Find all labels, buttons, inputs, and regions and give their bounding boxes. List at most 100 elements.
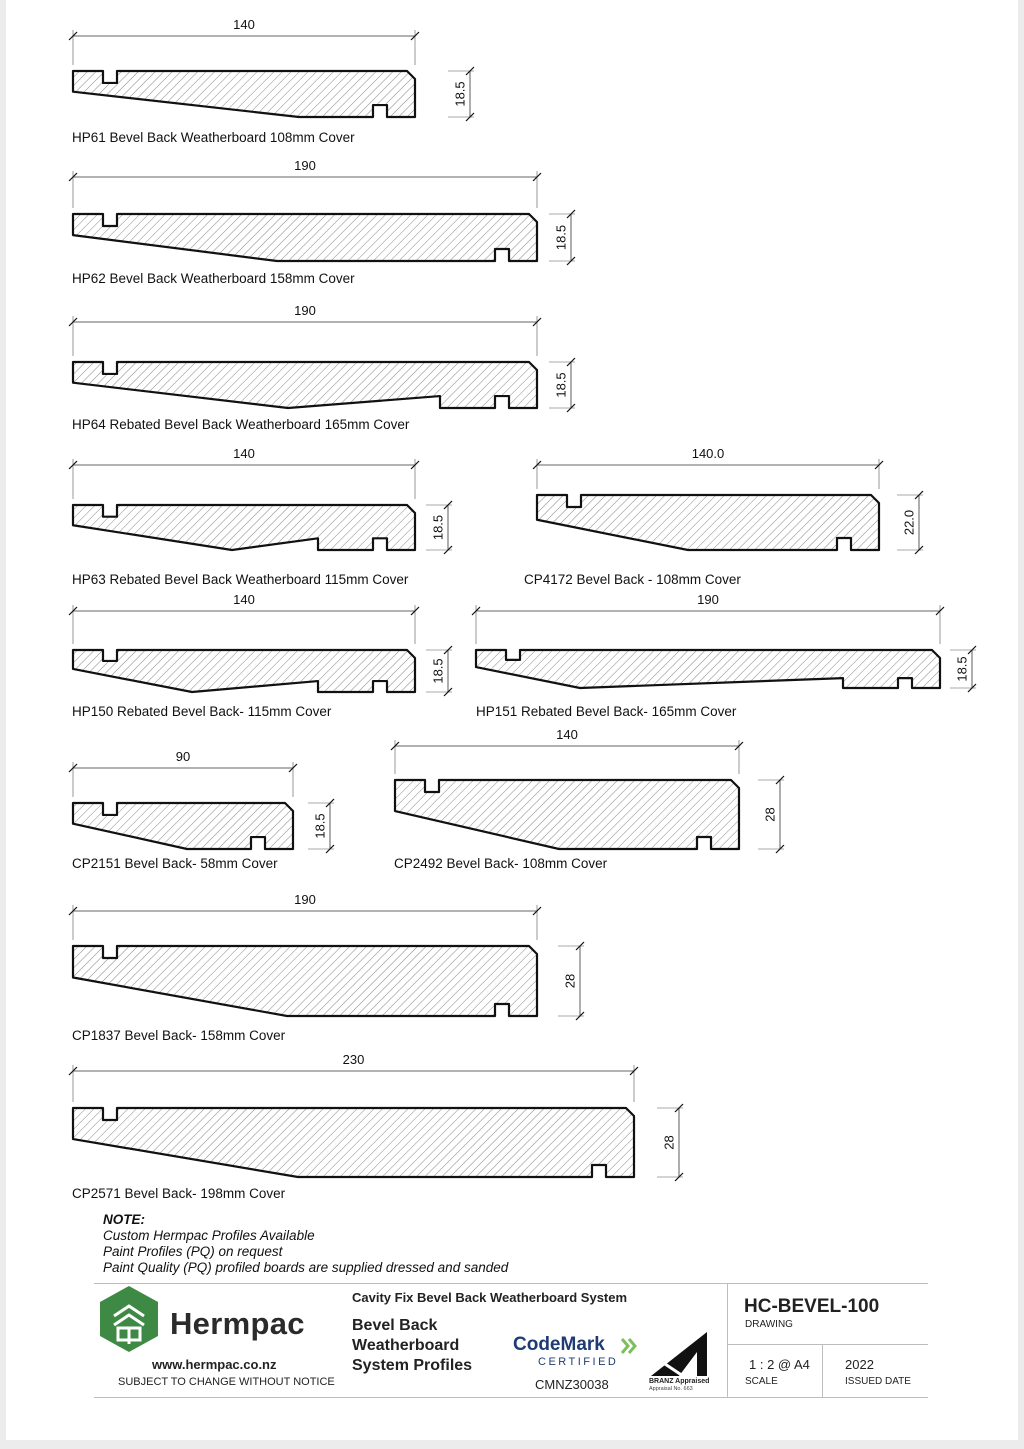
profile-outline bbox=[393, 778, 741, 851]
width-dimension-label: 230 bbox=[343, 1052, 365, 1067]
dimension-tick bbox=[325, 844, 335, 854]
width-dimension-label: 140 bbox=[233, 592, 255, 607]
dimension-tick bbox=[443, 687, 453, 697]
dimension-tick bbox=[68, 460, 78, 470]
profile-drawing-8: 140 28 bbox=[390, 727, 785, 854]
cert-number: CMNZ30038 bbox=[535, 1377, 609, 1392]
dimension-tick bbox=[471, 606, 481, 616]
dimension-tick bbox=[575, 1011, 585, 1021]
height-dimension-label: 18.5 bbox=[312, 813, 327, 838]
profile-drawing-2: 190 18.5 bbox=[68, 303, 576, 413]
height-dimension-label: 18.5 bbox=[430, 515, 445, 540]
height-dimension-label: 22.0 bbox=[901, 510, 916, 535]
dimension-tick bbox=[967, 683, 977, 693]
dimension-tick bbox=[935, 606, 945, 616]
dimension-tick bbox=[68, 31, 78, 41]
dimension-tick bbox=[465, 112, 475, 122]
branz-logo-icon bbox=[651, 1332, 707, 1378]
notes-block: NOTE: Custom Hermpac Profiles Available … bbox=[103, 1212, 508, 1276]
note-line: Paint Quality (PQ) profiled boards are s… bbox=[103, 1260, 509, 1275]
dimension-tick bbox=[68, 606, 78, 616]
hermpac-logo-icon bbox=[100, 1286, 158, 1352]
codemark-chevron-icon bbox=[620, 1338, 637, 1354]
height-dimension-label: 18.5 bbox=[430, 658, 445, 683]
branz-number: Appraisal No. 663 bbox=[649, 1386, 693, 1392]
dimension-tick bbox=[532, 172, 542, 182]
dimension-tick bbox=[443, 645, 453, 655]
profile-outline bbox=[474, 648, 942, 690]
dimension-tick bbox=[566, 209, 576, 219]
profile-outline bbox=[71, 801, 295, 851]
dimension-tick bbox=[734, 741, 744, 751]
drawing-title-line: System Profiles bbox=[352, 1357, 473, 1374]
profile-label: CP1837 Bevel Back- 158mm Cover bbox=[72, 1028, 286, 1043]
profile-outline bbox=[71, 212, 539, 263]
dimension-tick bbox=[288, 763, 298, 773]
dimension-tick bbox=[674, 1172, 684, 1182]
width-dimension-label: 140 bbox=[556, 727, 578, 742]
width-dimension-label: 190 bbox=[294, 892, 316, 907]
dimension-tick bbox=[410, 460, 420, 470]
dimension-tick bbox=[629, 1066, 639, 1076]
profile-drawing-1: 190 18.5 bbox=[68, 158, 576, 266]
issued-label: ISSUED DATE bbox=[845, 1376, 911, 1387]
profile-drawing-7: 90 18.5 bbox=[68, 749, 335, 854]
width-dimension-label: 190 bbox=[294, 303, 316, 318]
height-dimension-label: 18.5 bbox=[553, 372, 568, 397]
drawing-title-line: Bevel Back bbox=[352, 1317, 438, 1334]
brand-name: Hermpac bbox=[170, 1306, 305, 1341]
height-dimension-label: 28 bbox=[661, 1135, 676, 1149]
width-dimension-label: 140 bbox=[233, 17, 255, 32]
height-dimension-label: 28 bbox=[762, 807, 777, 821]
width-dimension-label: 90 bbox=[176, 749, 190, 764]
system-name: Cavity Fix Bevel Back Weatherboard Syste… bbox=[352, 1290, 628, 1305]
profile-outline bbox=[71, 1106, 636, 1179]
dimension-tick bbox=[532, 317, 542, 327]
profile-outline bbox=[71, 360, 539, 410]
profile-drawing-9: 190 28 bbox=[68, 892, 585, 1021]
height-dimension-label: 18.5 bbox=[452, 81, 467, 106]
height-dimension-label: 18.5 bbox=[954, 656, 969, 681]
website-link[interactable]: www.hermpac.co.nz bbox=[152, 1357, 277, 1372]
profile-outline bbox=[71, 648, 417, 694]
width-dimension-label: 190 bbox=[294, 158, 316, 173]
profile-label: HP150 Rebated Bevel Back- 115mm Cover bbox=[72, 704, 332, 719]
dimension-tick bbox=[775, 844, 785, 854]
profile-drawings: 140 18.5 190 18.5 190 18.5 140 18.5 140.0 22.0 140… bbox=[68, 17, 977, 1182]
profile-label: CP2151 Bevel Back- 58mm Cover bbox=[72, 856, 278, 871]
profile-label: HP151 Rebated Bevel Back- 165mm Cover bbox=[476, 704, 737, 719]
profile-drawing-0: 140 18.5 bbox=[68, 17, 475, 122]
profile-drawing-10: 230 28 bbox=[68, 1052, 684, 1182]
drawing-sheet: 140 18.5 190 18.5 190 18.5 140 18.5 140.0 22.0 140… bbox=[6, 0, 1018, 1440]
dimension-tick bbox=[575, 941, 585, 951]
dimension-tick bbox=[566, 256, 576, 266]
title-block-divider bbox=[727, 1344, 928, 1345]
note-line: Custom Hermpac Profiles Available bbox=[103, 1228, 315, 1243]
dimension-tick bbox=[68, 1066, 78, 1076]
scale-label: SCALE bbox=[745, 1376, 778, 1387]
dimension-tick bbox=[532, 460, 542, 470]
dimension-tick bbox=[914, 490, 924, 500]
height-dimension-label: 18.5 bbox=[553, 225, 568, 250]
dimension-tick bbox=[68, 172, 78, 182]
dimension-tick bbox=[68, 317, 78, 327]
note-heading: NOTE: bbox=[103, 1212, 145, 1227]
dimension-tick bbox=[68, 906, 78, 916]
dimension-tick bbox=[68, 763, 78, 773]
height-dimension-label: 28 bbox=[562, 974, 577, 988]
dimension-tick bbox=[410, 31, 420, 41]
width-dimension-label: 140.0 bbox=[692, 446, 725, 461]
drawing-title: Bevel Back Weatherboard System Profiles bbox=[352, 1316, 472, 1376]
branz-text: BRANZ Appraised bbox=[649, 1378, 710, 1385]
drawing-title-line: Weatherboard bbox=[352, 1337, 460, 1354]
profile-outline bbox=[535, 493, 881, 552]
profile-label: CP4172 Bevel Back - 108mm Cover bbox=[524, 572, 741, 587]
dimension-tick bbox=[874, 460, 884, 470]
issued-value: 2022 bbox=[845, 1357, 874, 1372]
profile-outline bbox=[71, 944, 539, 1018]
dimension-tick bbox=[532, 906, 542, 916]
dimension-tick bbox=[443, 545, 453, 555]
drawing-code: HC-BEVEL-100 bbox=[744, 1296, 880, 1317]
